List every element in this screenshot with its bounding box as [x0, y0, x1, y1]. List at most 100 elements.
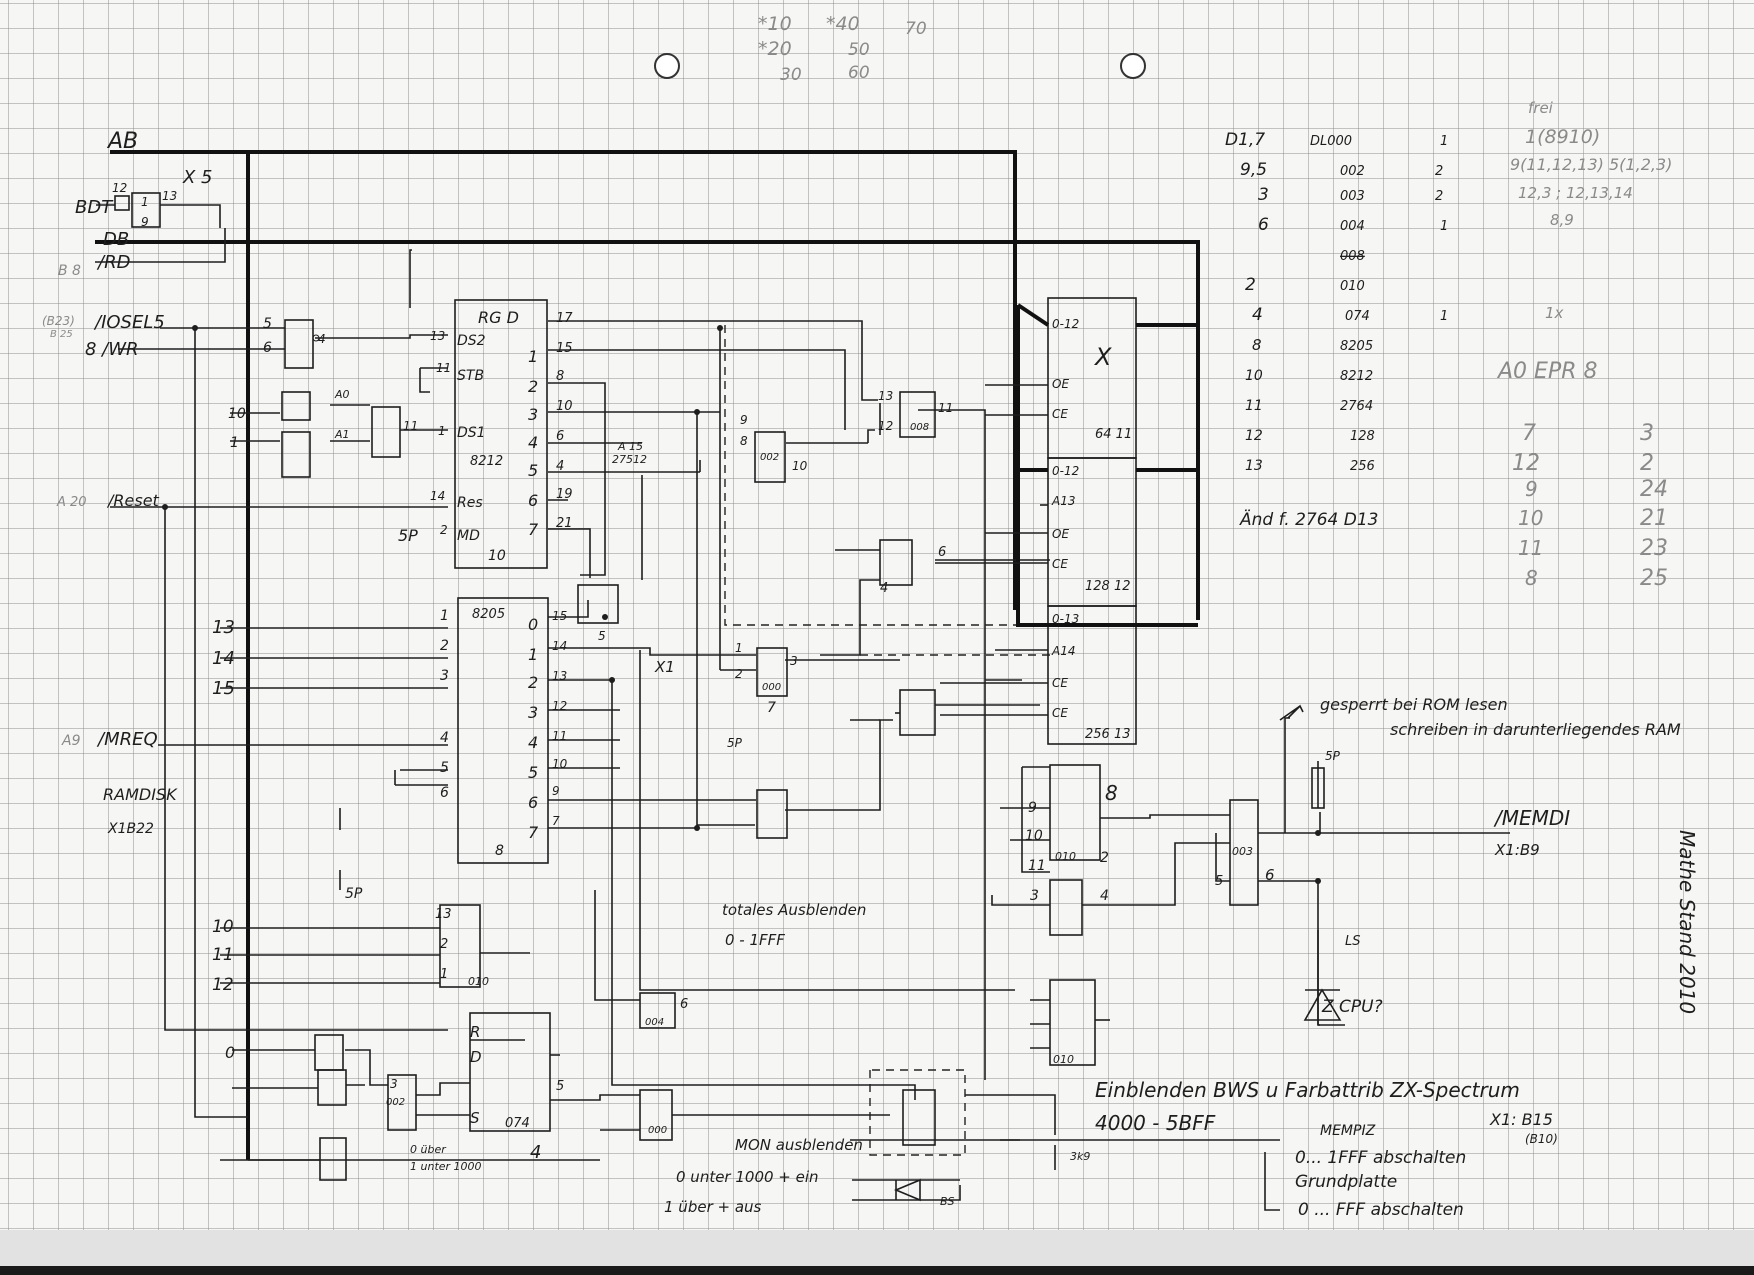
rl-11: 11	[1028, 858, 1046, 874]
table-aend: Änd f. 2764 D13	[1239, 509, 1378, 530]
mid-gate-boxes	[577, 391, 936, 839]
frei-note-0: 1(8910)	[1525, 126, 1600, 148]
bl-g000: 000	[648, 1125, 667, 1136]
right-labels: gesperrt bei ROM lesen schreiben in daru…	[1025, 695, 1681, 1220]
left-wires	[110, 249, 448, 1118]
right-logic	[965, 704, 1510, 1211]
dec-name: 8205	[472, 607, 505, 622]
chip-25613-label: 256 13	[1085, 727, 1131, 742]
table-r7c1: 8205	[1340, 339, 1373, 354]
latch-pin11: 11	[436, 361, 451, 375]
dec-pin10: 10	[552, 757, 568, 771]
table-r2c2: 2	[1435, 189, 1443, 204]
bl-2: 2	[440, 937, 448, 952]
dec-pin13: 13	[552, 669, 567, 683]
dashed-link-a	[724, 325, 1050, 626]
pin-13: 13	[162, 189, 177, 203]
label-b25: B 25	[50, 329, 73, 340]
bl-g074: 074	[505, 1116, 530, 1131]
mid-pin13: 13	[878, 389, 893, 403]
latch-out2: 2	[528, 377, 538, 396]
latch-pin19: 19	[556, 487, 573, 502]
dec-out7: 7	[528, 823, 539, 842]
latch-5p: 5P	[398, 526, 418, 545]
chip-6411-label: 64 11	[1095, 427, 1132, 442]
rl-g003: 003	[1232, 845, 1253, 858]
label-ab: AB	[106, 129, 138, 154]
latch-out1: 1	[528, 347, 538, 366]
dec-en5: 5	[440, 760, 449, 776]
bl-note2: 1 unter 1000	[410, 1160, 482, 1173]
label-a15: 15	[212, 678, 235, 699]
latch-pin6: 6	[556, 429, 564, 444]
table-r10c0: 12	[1245, 428, 1263, 444]
mem-a013: 0-13	[1052, 612, 1079, 626]
note-50: 50	[848, 40, 870, 60]
label-5p-left: 5P	[345, 886, 363, 902]
dec-pin14: 14	[552, 639, 567, 653]
rl-9: 9	[1028, 800, 1037, 816]
gate-002: 002	[760, 452, 779, 463]
latch-out7: 7	[528, 520, 539, 539]
epr-r1c1: 2	[1640, 451, 1654, 476]
latch-pin10: 10	[488, 548, 506, 564]
epr-r0c1: 3	[1640, 421, 1654, 446]
corner-notes: *10 *40 70 *20 50 30 60	[758, 13, 927, 85]
label-db: DB	[103, 229, 129, 250]
label-range2: 4000 - 5BFF	[1095, 1111, 1216, 1135]
chip-12812-label: 128 12	[1085, 579, 1131, 594]
table-r5c0: 2	[1245, 275, 1256, 295]
schematic: *10 *40 70 *20 50 30 60 AB DB /RD B 8 BD…	[0, 0, 1754, 1230]
latch-stb: STB	[457, 368, 484, 384]
punch-hole-right	[1120, 53, 1146, 79]
table-r5c1: 010	[1340, 279, 1365, 294]
mem-a14: A14	[1051, 644, 1075, 658]
table-r0c2: 1	[1440, 134, 1448, 149]
dec-out5: 5	[528, 763, 538, 782]
latch-pin13: 13	[430, 329, 445, 343]
epr-title: A0 EPR 8	[1496, 359, 1597, 384]
rl-10: 10	[1025, 828, 1043, 844]
mid-pin1: 1	[735, 641, 743, 655]
chip-25613	[1047, 605, 1137, 745]
label-iosel: /IOSEL5	[93, 312, 165, 333]
note-40: *40	[826, 13, 860, 35]
bl-m2: 1 über + aus	[664, 1198, 762, 1216]
label-rd: /RD	[96, 252, 130, 273]
bl-0: 0	[225, 1043, 235, 1062]
bl-bs: BS	[940, 1195, 955, 1208]
bl-5: 5	[556, 1079, 564, 1094]
left-labels: (B23) B 25 /IOSEL5 8 /WR 5 6 4 10 1 A0 A…	[42, 312, 418, 902]
decoder-8205	[457, 597, 549, 864]
bl-10: 10	[212, 917, 234, 937]
bl-11: 11	[212, 945, 234, 965]
dec-out6: 6	[528, 793, 538, 812]
table-r3c2: 1	[1440, 219, 1448, 234]
bl-1: 1	[440, 967, 448, 982]
mid-pin11: 11	[938, 401, 953, 415]
latch-labels: RG D 8212 DS2 STB DS1 Res MD 13 11 1 14 …	[398, 308, 573, 564]
bl-3: 3	[390, 1077, 398, 1091]
epr-r2c1: 24	[1640, 477, 1668, 502]
label-gesperrt: gesperrt bei ROM lesen	[1320, 695, 1508, 714]
label-a9: A9	[61, 733, 81, 749]
bottom-labels: 10 11 12 13 2 1 010 002 074 004 000 R D …	[212, 901, 955, 1216]
mid-gate-labels: A 15 27512 002 008 000 X1 1 2 3 5 7 8 9 …	[598, 389, 953, 750]
label-schreiben: schreiben in darunterliegendes RAM	[1390, 720, 1681, 739]
dec-en6: 6	[440, 785, 449, 801]
epr-r1c0: 12	[1512, 451, 1540, 476]
epr-r0c0: 7	[1522, 421, 1536, 446]
label-27512: 27512	[612, 453, 647, 466]
note-70: 70	[905, 19, 927, 39]
bl-total: totales Ausblenden	[722, 901, 866, 919]
pin-12: 12	[112, 181, 127, 195]
bl-range: 0 - 1FFF	[725, 931, 785, 949]
label-abschalten1: 0... 1FFF abschalten	[1295, 1148, 1466, 1168]
table-r4c1: 008	[1340, 249, 1365, 264]
latch-pin1: 1	[438, 424, 446, 438]
epr-r5c1: 25	[1640, 566, 1668, 591]
bl-r: R	[470, 1023, 480, 1041]
mem-ce-1: CE	[1052, 407, 1068, 421]
label-x5: X 5	[182, 167, 213, 188]
dec-pin12: 12	[552, 699, 567, 713]
